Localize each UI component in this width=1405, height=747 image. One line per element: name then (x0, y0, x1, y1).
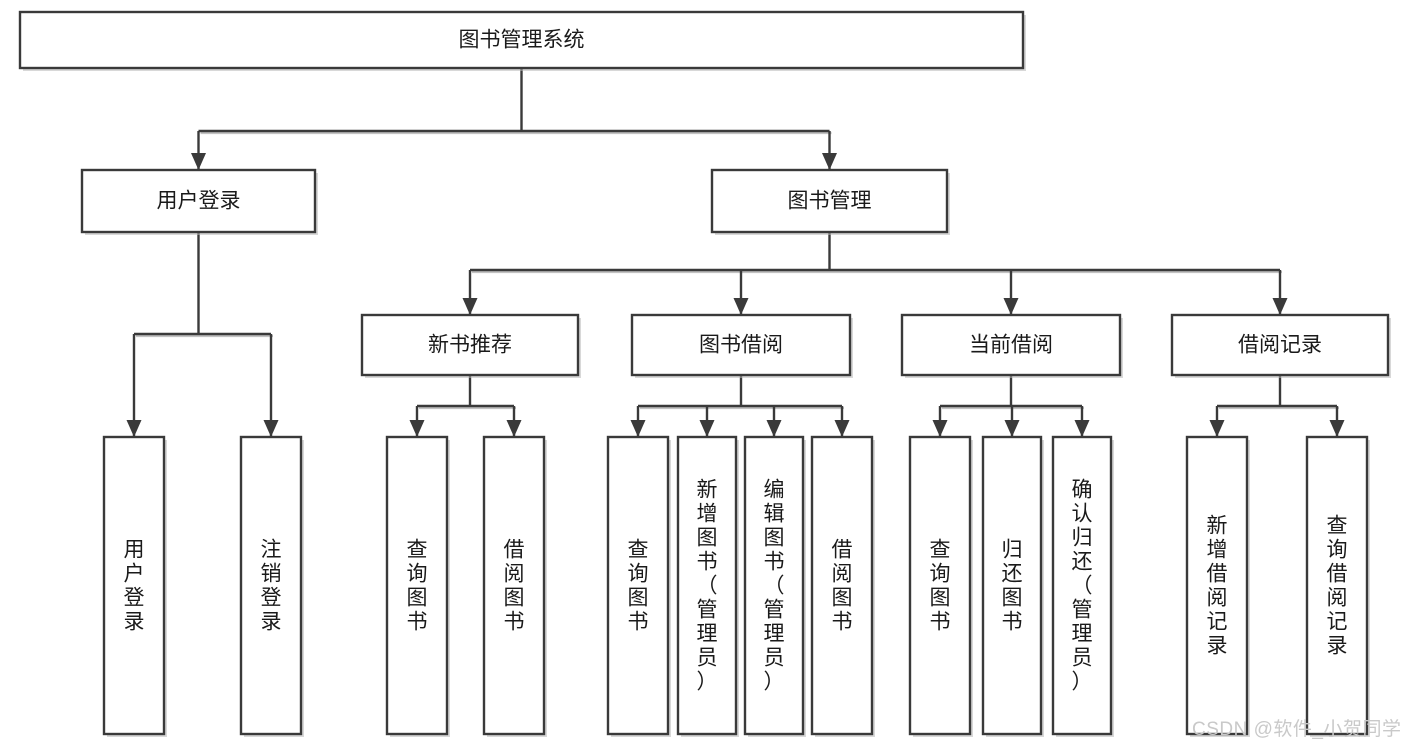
node-book-borrow[interactable]: 图书借阅 (630, 313, 853, 378)
node-leaf-user-login[interactable]: 用户登录 (102, 435, 167, 737)
arrow-head (506, 420, 522, 437)
arrow-head (733, 298, 749, 315)
node-leaf-query-book-2[interactable]: 查询图书 (606, 435, 671, 737)
arrow-head (126, 420, 142, 437)
node-leaf-borrow-book-1[interactable]: 借阅图书 (482, 435, 547, 737)
node-leaf-confirm-return-label: 确认归还（管理员） (1072, 479, 1093, 694)
node-leaf-borrow-book-1-rect[interactable] (482, 435, 546, 736)
node-leaf-edit-book[interactable]: 编辑图书（管理员） (743, 435, 806, 737)
arrow-head (932, 420, 948, 437)
node-leaf-add-book-rect[interactable] (676, 435, 738, 736)
node-leaf-query-book-1-label: 查询图书 (407, 539, 428, 634)
node-user-login-rect[interactable] (80, 168, 317, 234)
node-leaf-query-book-1-rect[interactable] (385, 435, 449, 736)
node-user-login[interactable]: 用户登录 (80, 168, 318, 235)
node-book-manage-label: 图书管理 (788, 190, 872, 213)
arrow-head (1074, 420, 1090, 437)
arrow-head (1004, 420, 1020, 437)
node-leaf-query-record-label: 查询借阅记录 (1327, 515, 1348, 658)
arrow-head (834, 420, 850, 437)
node-leaf-query-record[interactable]: 查询借阅记录 (1305, 435, 1370, 737)
node-leaf-borrow-book-1-label: 借阅图书 (504, 539, 525, 634)
node-leaf-query-record-rect[interactable] (1305, 435, 1369, 736)
node-leaf-edit-book-label: 编辑图书（管理员） (764, 479, 785, 694)
arrow-head (1003, 298, 1019, 315)
node-leaf-query-book-3-label: 查询图书 (930, 539, 951, 634)
node-leaf-query-book-2-rect[interactable] (606, 435, 670, 736)
node-user-login-label: 用户登录 (157, 190, 241, 213)
node-book-manage-rect[interactable] (710, 168, 949, 234)
node-leaf-query-book-3[interactable]: 查询图书 (908, 435, 973, 737)
node-leaf-return-book[interactable]: 归还图书 (981, 435, 1044, 737)
node-root-rect[interactable] (18, 10, 1025, 70)
node-leaf-add-book-label: 新增图书（管理员） (697, 479, 718, 694)
node-leaf-add-record-label: 新增借阅记录 (1207, 515, 1228, 658)
node-leaf-user-login-label: 用户登录 (124, 539, 145, 634)
node-leaf-user-logout-rect[interactable] (239, 435, 303, 736)
node-leaf-add-record[interactable]: 新增借阅记录 (1185, 435, 1250, 737)
node-leaf-borrow-book-2-label: 借阅图书 (832, 539, 853, 634)
node-borrow-record[interactable]: 借阅记录 (1170, 313, 1391, 378)
node-leaf-add-book[interactable]: 新增图书（管理员） (676, 435, 739, 737)
node-book-borrow-label: 图书借阅 (699, 334, 783, 357)
node-borrow-record-rect[interactable] (1170, 313, 1390, 377)
arrow-head (822, 153, 837, 170)
node-leaf-user-login-rect[interactable] (102, 435, 166, 736)
node-leaf-query-book-2-label: 查询图书 (628, 539, 649, 634)
node-leaf-confirm-return[interactable]: 确认归还（管理员） (1051, 435, 1114, 737)
arrow-head (1272, 298, 1288, 315)
node-book-manage[interactable]: 图书管理 (710, 168, 950, 235)
node-leaf-return-book-rect[interactable] (981, 435, 1043, 736)
arrow-head (1329, 420, 1345, 437)
node-leaf-user-logout[interactable]: 注销登录 (239, 435, 304, 737)
node-leaf-add-record-rect[interactable] (1185, 435, 1249, 736)
node-leaf-return-book-label: 归还图书 (1002, 539, 1023, 634)
node-leaf-borrow-book-2-rect[interactable] (810, 435, 874, 736)
node-current-borrow-label: 当前借阅 (969, 334, 1053, 357)
node-leaf-user-logout-label: 注销登录 (261, 539, 282, 634)
node-borrow-record-label: 借阅记录 (1238, 334, 1322, 357)
arrow-head (462, 298, 478, 315)
node-layer: 图书管理系统用户登录图书管理新书推荐图书借阅当前借阅借阅记录用户登录注销登录查询… (18, 10, 1391, 737)
arrow-head (263, 420, 279, 437)
node-leaf-borrow-book-2[interactable]: 借阅图书 (810, 435, 875, 737)
connector-layer (126, 68, 1345, 437)
node-new-book-recommend-label: 新书推荐 (428, 334, 512, 357)
node-leaf-edit-book-rect[interactable] (743, 435, 805, 736)
node-root-label: 图书管理系统 (459, 29, 585, 52)
arrow-head (630, 420, 646, 437)
node-leaf-confirm-return-rect[interactable] (1051, 435, 1113, 736)
arrow-head (191, 153, 206, 170)
node-leaf-query-book-3-rect[interactable] (908, 435, 972, 736)
node-leaf-query-book-1[interactable]: 查询图书 (385, 435, 450, 737)
arrow-head (409, 420, 425, 437)
node-current-borrow[interactable]: 当前借阅 (900, 313, 1123, 378)
node-current-borrow-rect[interactable] (900, 313, 1122, 377)
arrow-head (1209, 420, 1225, 437)
node-new-book-recommend[interactable]: 新书推荐 (360, 313, 581, 378)
node-root[interactable]: 图书管理系统 (18, 10, 1026, 71)
arrow-head (699, 420, 715, 437)
arrow-head (766, 420, 782, 437)
node-book-borrow-rect[interactable] (630, 313, 852, 377)
node-new-book-recommend-rect[interactable] (360, 313, 580, 377)
